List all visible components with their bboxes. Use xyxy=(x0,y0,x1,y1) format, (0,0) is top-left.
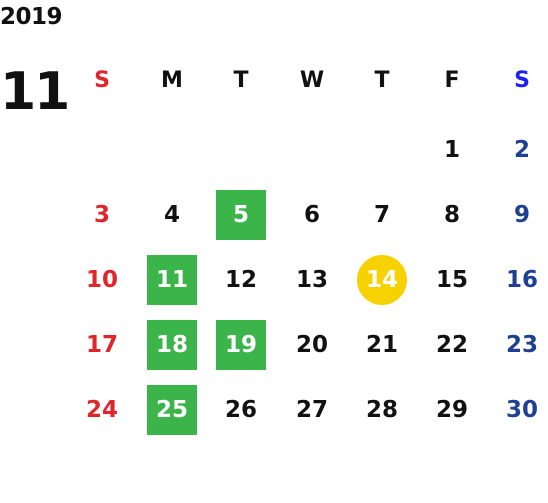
year-label: 2019 xyxy=(0,4,63,30)
day-cell[interactable]: 16 xyxy=(505,267,538,293)
day-cell[interactable]: 23 xyxy=(505,332,538,358)
day-cell[interactable]: 30 xyxy=(505,397,538,423)
day-cell[interactable]: 10 xyxy=(85,267,118,293)
day-cell[interactable]: 24 xyxy=(85,397,118,423)
day-cell[interactable]: 6 xyxy=(303,202,320,228)
day-cell[interactable]: 11 xyxy=(147,255,197,305)
day-cell[interactable]: 18 xyxy=(147,320,197,370)
day-cell[interactable]: 1 xyxy=(443,137,460,163)
weekday-header: W xyxy=(299,67,325,93)
day-cell[interactable]: 20 xyxy=(295,332,328,358)
weekday-header: M xyxy=(161,67,183,93)
month-label: 11 xyxy=(0,62,70,122)
day-cell[interactable]: 19 xyxy=(216,320,266,370)
day-cell[interactable]: 26 xyxy=(224,397,257,423)
day-cell[interactable]: 4 xyxy=(163,202,180,228)
day-cell[interactable]: 22 xyxy=(435,332,468,358)
day-cell[interactable]: 13 xyxy=(295,267,328,293)
day-cell[interactable]: 7 xyxy=(373,202,390,228)
weekday-header: T xyxy=(374,67,390,93)
day-cell[interactable]: 3 xyxy=(93,202,110,228)
day-cell[interactable]: 12 xyxy=(224,267,257,293)
weekday-header: F xyxy=(444,67,460,93)
day-cell[interactable]: 8 xyxy=(443,202,460,228)
day-cell[interactable]: 2 xyxy=(513,137,530,163)
day-cell[interactable]: 21 xyxy=(365,332,398,358)
weekday-header: S xyxy=(94,67,110,93)
weekday-header: S xyxy=(514,67,530,93)
day-cell[interactable]: 9 xyxy=(513,202,530,228)
day-cell[interactable]: 28 xyxy=(365,397,398,423)
weekday-header: T xyxy=(233,67,249,93)
day-cell[interactable]: 15 xyxy=(435,267,468,293)
today-day-cell[interactable]: 14 xyxy=(357,255,407,305)
day-cell[interactable]: 17 xyxy=(85,332,118,358)
day-cell[interactable]: 29 xyxy=(435,397,468,423)
day-cell[interactable]: 27 xyxy=(295,397,328,423)
day-cell[interactable]: 25 xyxy=(147,385,197,435)
day-cell[interactable]: 5 xyxy=(216,190,266,240)
